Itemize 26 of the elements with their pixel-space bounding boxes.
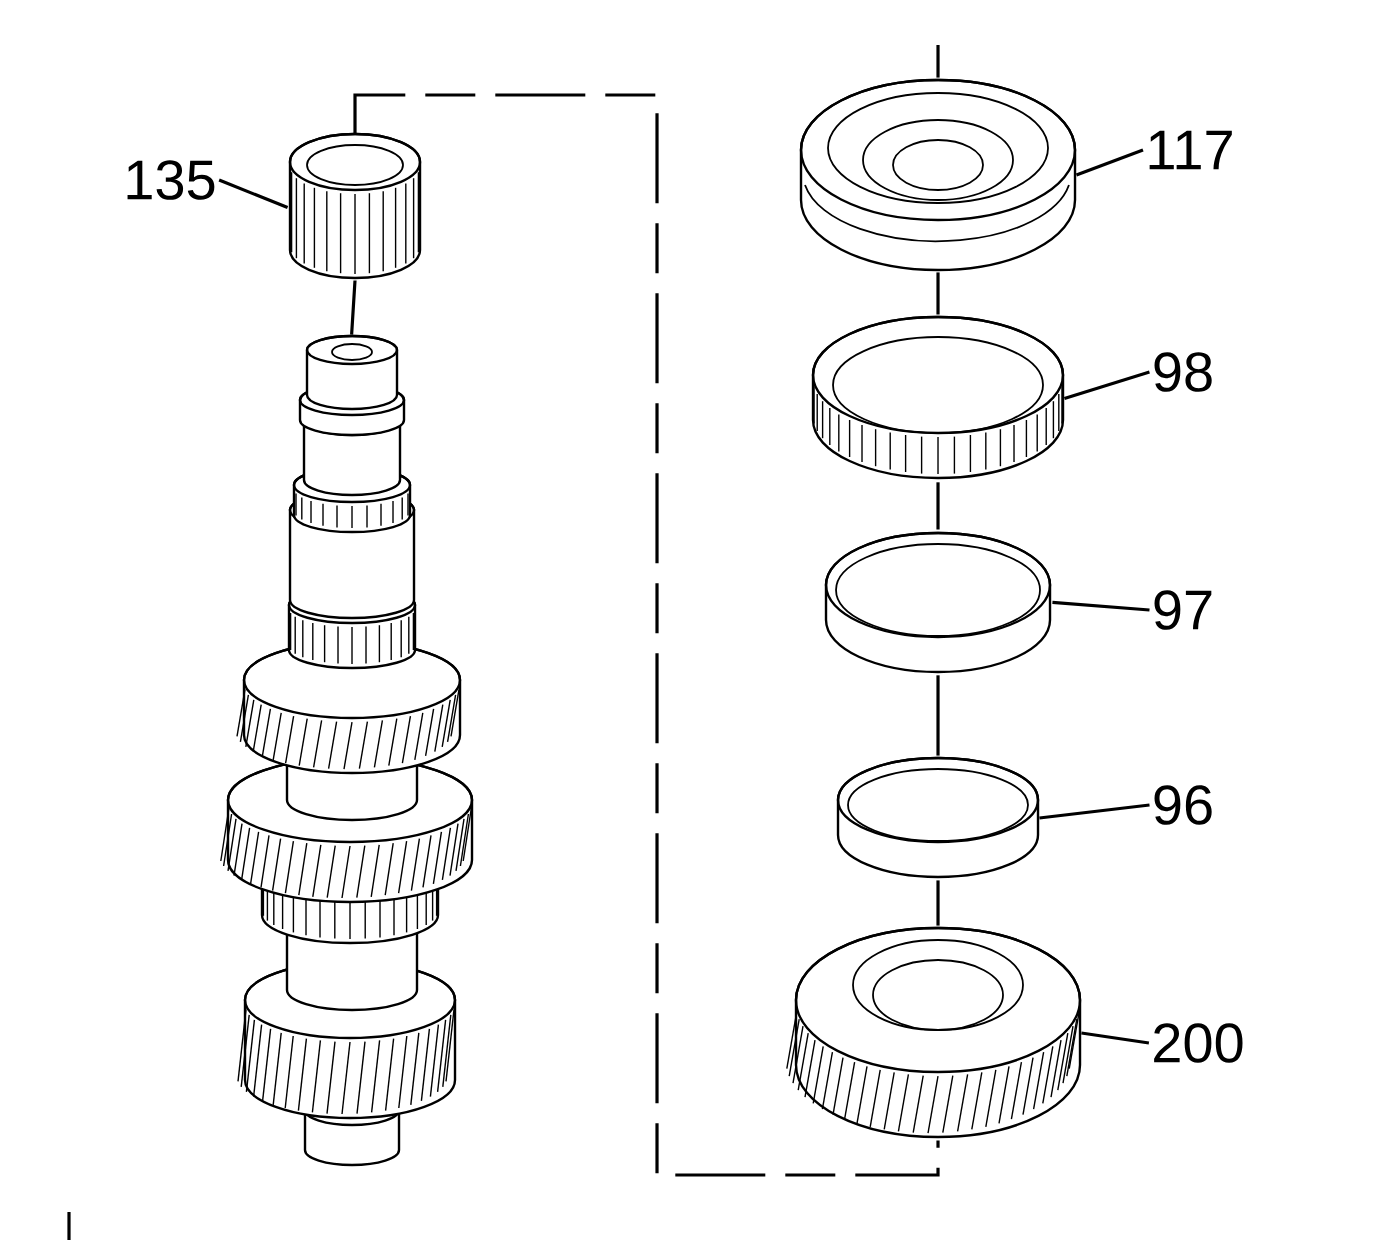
callout-number: 135 [127,160,215,200]
needle-bearing-drawing [288,132,422,280]
center-line [936,880,940,926]
leader-line [1075,148,1144,177]
callout-number: 117 [1149,130,1232,170]
callout-number: 96 [1154,785,1212,825]
center-line [936,482,940,530]
gear-shaft-drawing [220,334,474,1167]
inner-ring-drawing [836,756,1040,879]
synchronizer-assembly-drawing [799,78,1077,272]
callout-number: 98 [1154,352,1212,392]
callout-number: 200 [1154,1023,1243,1063]
leader-line [1039,803,1150,820]
leader-line [1081,1031,1150,1045]
center-line [936,675,940,756]
helical-gear-drawing [786,926,1082,1139]
center-line [936,272,940,315]
center-line [350,280,357,335]
leader-line [218,178,289,210]
callout-number: 97 [1154,590,1212,630]
cone-ring-drawing [824,531,1052,674]
assembly-path-line [353,93,940,1177]
center-line [936,45,940,78]
leader-line [1052,600,1150,612]
blocker-ring-drawing [811,315,1065,480]
leader-line [1063,370,1150,400]
